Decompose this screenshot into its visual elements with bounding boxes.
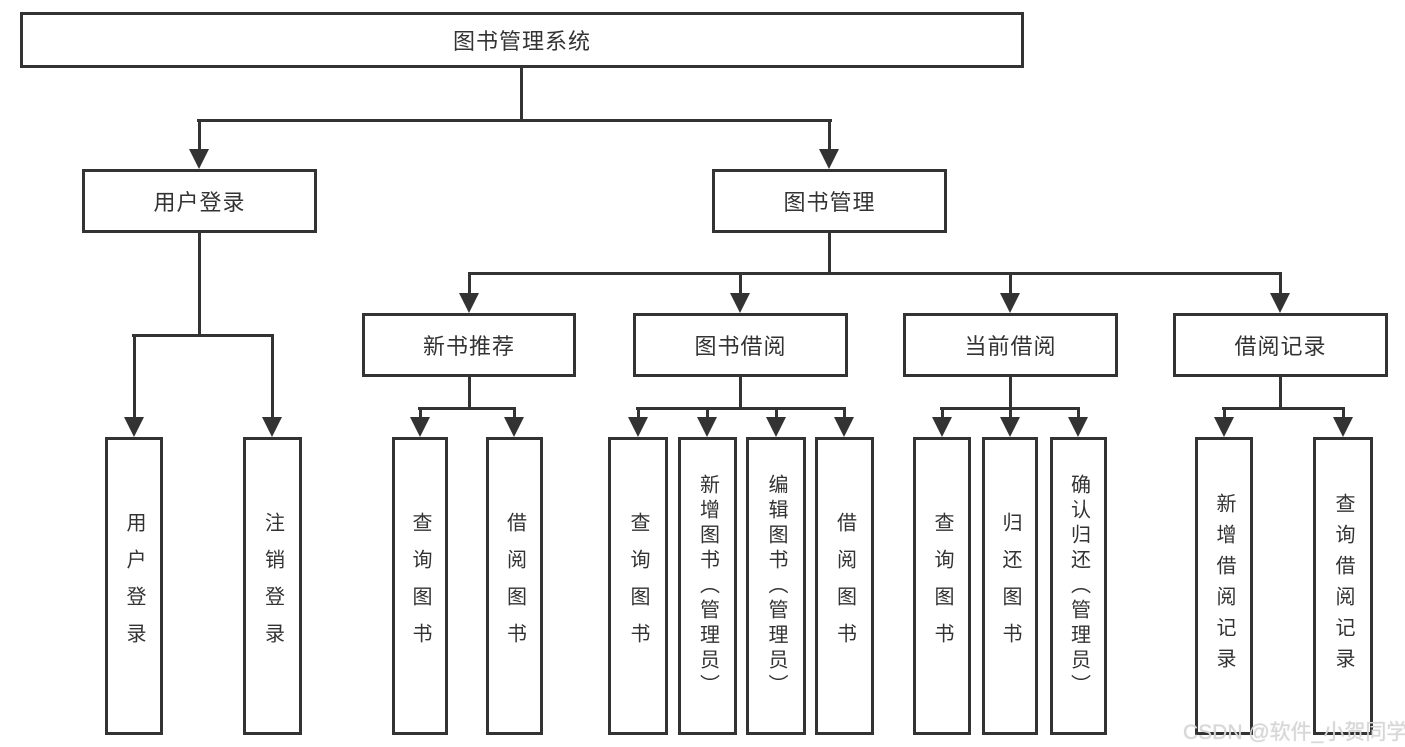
arrow-down-icon — [1270, 293, 1290, 313]
node-leaf-query-books-1: 查询图书 — [392, 437, 448, 735]
node-label: 当前借阅 — [964, 334, 1057, 359]
node-label: 图书管理系统 — [452, 29, 591, 54]
connector-arrow-line — [1009, 407, 1012, 419]
connector-arrow-line — [1223, 407, 1226, 419]
connector-userlogin-stub — [198, 233, 201, 337]
connector-branch-level2 — [468, 272, 1282, 275]
node-leaf-edit-books-admin: 编辑图书（管理员） — [746, 437, 806, 735]
node-current-borrowing: 当前借阅 — [903, 313, 1118, 377]
node-leaf-query-borrow-record: 查询借阅记录 — [1313, 437, 1373, 735]
node-leaf-borrow-books-1: 借阅图书 — [486, 437, 543, 735]
node-label: 查询图书 — [409, 512, 431, 660]
connector-arrow-line — [706, 407, 709, 419]
node-label: 图书借阅 — [694, 334, 787, 359]
node-leaf-add-borrow-record: 新增借阅记录 — [1195, 437, 1253, 735]
arrow-down-icon — [459, 293, 479, 313]
arrow-down-icon — [766, 417, 786, 437]
arrow-down-icon — [1214, 417, 1234, 437]
arrow-down-icon — [504, 417, 524, 437]
connector-root-stub — [520, 68, 523, 121]
connector-arrow-line — [419, 407, 422, 419]
connector-stub — [739, 377, 742, 410]
arrow-down-icon — [697, 417, 717, 437]
node-label: 借阅图书 — [503, 512, 526, 660]
connector-arrow-line — [637, 407, 640, 419]
node-label: 编辑图书（管理员） — [765, 473, 787, 699]
connector-arrow-line — [513, 407, 516, 419]
node-label: 用户登录 — [123, 512, 145, 660]
connector-arrow-line — [198, 119, 201, 151]
arrow-down-icon — [834, 417, 854, 437]
node-leaf-logout: 注销登录 — [243, 437, 302, 735]
connector-arrow-line — [828, 119, 831, 151]
connector-arrow-line — [133, 334, 136, 419]
node-leaf-query-books-2: 查询图书 — [608, 437, 668, 735]
node-borrowing-records: 借阅记录 — [1173, 313, 1388, 377]
arrow-down-icon — [1333, 417, 1353, 437]
connector-arrow-line — [271, 334, 274, 419]
node-label: 查询图书 — [627, 512, 649, 660]
arrow-down-icon — [1068, 417, 1088, 437]
arrow-down-icon — [262, 417, 282, 437]
csdn-watermark: CSDN @软件_小贺同学 — [1183, 721, 1405, 744]
node-book-borrowing: 图书借阅 — [633, 313, 848, 377]
connector-branch-userlogin — [132, 334, 274, 337]
node-new-book-recommend: 新书推荐 — [362, 313, 576, 377]
arrow-down-icon — [819, 149, 839, 169]
node-leaf-query-books-3: 查询图书 — [913, 437, 971, 735]
arrow-down-icon — [124, 417, 144, 437]
node-leaf-borrow-books-2: 借阅图书 — [815, 437, 874, 735]
connector-branch-level1 — [197, 119, 832, 122]
connector-arrow-line — [941, 407, 944, 419]
node-root-library-system: 图书管理系统 — [20, 12, 1024, 68]
node-leaf-user-login: 用户登录 — [105, 437, 163, 735]
arrow-down-icon — [189, 149, 209, 169]
connector-arrow-line — [468, 272, 471, 295]
connector-arrow-line — [1077, 407, 1080, 419]
connector-arrow-line — [1009, 272, 1012, 295]
connector-arrow-line — [1342, 407, 1345, 419]
connector-arrow-line — [775, 407, 778, 419]
node-label: 借阅记录 — [1234, 334, 1327, 359]
node-label: 新增借阅记录 — [1213, 493, 1235, 679]
connector-stub — [468, 377, 471, 410]
node-leaf-return-books: 归还图书 — [982, 437, 1038, 735]
node-label: 新增图书（管理员） — [696, 473, 719, 699]
node-label: 图书管理 — [783, 190, 876, 215]
connector-branch-records — [1222, 407, 1345, 410]
node-label: 注销登录 — [261, 512, 284, 660]
arrow-down-icon — [932, 417, 952, 437]
arrow-down-icon — [730, 293, 750, 313]
node-label: 查询图书 — [931, 512, 953, 660]
arrow-down-icon — [1000, 417, 1020, 437]
node-leaf-confirm-return-admin: 确认归还（管理员） — [1050, 437, 1107, 735]
connector-arrow-line — [739, 272, 742, 295]
node-book-management: 图书管理 — [712, 169, 947, 233]
node-label: 新书推荐 — [422, 334, 515, 359]
node-label: 确认归还（管理员） — [1067, 473, 1090, 699]
connector-arrow-line — [843, 407, 846, 419]
node-leaf-add-books-admin: 新增图书（管理员） — [678, 437, 737, 735]
node-label: 借阅图书 — [833, 512, 856, 660]
node-user-login: 用户登录 — [82, 169, 317, 233]
connector-branch-bookborrow — [636, 407, 846, 410]
node-label: 查询借阅记录 — [1332, 493, 1354, 679]
arrow-down-icon — [628, 417, 648, 437]
node-label: 归还图书 — [999, 512, 1021, 660]
connector-arrow-line — [1279, 272, 1282, 295]
node-label: 用户登录 — [153, 190, 246, 215]
connector-branch-newbooks — [418, 407, 516, 410]
connector-stub — [1279, 377, 1282, 410]
connector-stub — [1009, 377, 1012, 410]
arrow-down-icon — [1000, 293, 1020, 313]
arrow-down-icon — [410, 417, 430, 437]
connector-bookmgmt-stub — [828, 233, 831, 275]
